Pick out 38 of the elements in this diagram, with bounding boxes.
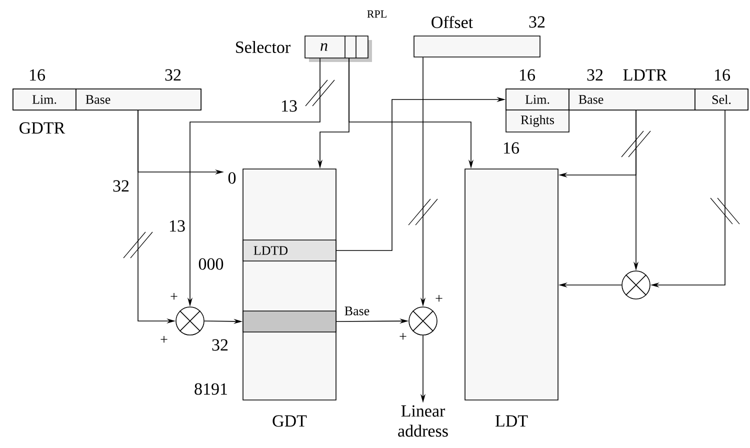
register-label: LDTR — [623, 69, 668, 81]
index-label: 8191 — [194, 383, 227, 395]
adder-symbol — [408, 306, 438, 336]
bit-width-label: 13 — [282, 100, 297, 112]
register-field: Sel. — [694, 88, 748, 110]
register-field: Lim. — [12, 88, 76, 110]
output-label: Linear address — [398, 405, 448, 437]
bit-width-label: 32 — [165, 69, 181, 81]
descriptor-row: LDTD — [242, 240, 336, 262]
descriptor-row — [242, 310, 336, 332]
bit-width-label: 16 — [520, 69, 535, 81]
bit-width-label: 000 — [198, 258, 224, 270]
register-field: Base — [76, 88, 202, 110]
register-field: Rights — [506, 110, 570, 132]
register-label: GDTR — [20, 122, 66, 134]
adder-symbol — [176, 306, 204, 336]
register-field: Lim. — [506, 88, 570, 110]
sign-label: + — [170, 293, 178, 300]
table-label: GDT — [272, 415, 307, 427]
adder-symbol — [622, 270, 650, 300]
register-label: Selector — [236, 41, 290, 53]
bit-width-label: 32 — [587, 69, 603, 81]
index-label: 0 — [228, 172, 236, 184]
bit-width-label: RPL — [367, 10, 386, 18]
bit-width-label: 32 — [529, 16, 545, 28]
bit-width-label: 13 — [170, 220, 185, 232]
bit-width-label: 16 — [715, 69, 730, 81]
table-label: LDT — [495, 415, 528, 427]
register-label: Offset — [432, 16, 473, 28]
bit-width-label: 16 — [504, 142, 519, 154]
bit-width-label: 16 — [30, 69, 45, 81]
bit-width-label: 32 — [212, 339, 228, 351]
register-box: n — [304, 36, 372, 62]
sign-label: + — [160, 336, 168, 343]
edge-label: Base — [343, 306, 371, 316]
bit-width-label: 32 — [113, 180, 129, 192]
sign-label: + — [436, 295, 442, 302]
sign-label: + — [400, 333, 406, 340]
